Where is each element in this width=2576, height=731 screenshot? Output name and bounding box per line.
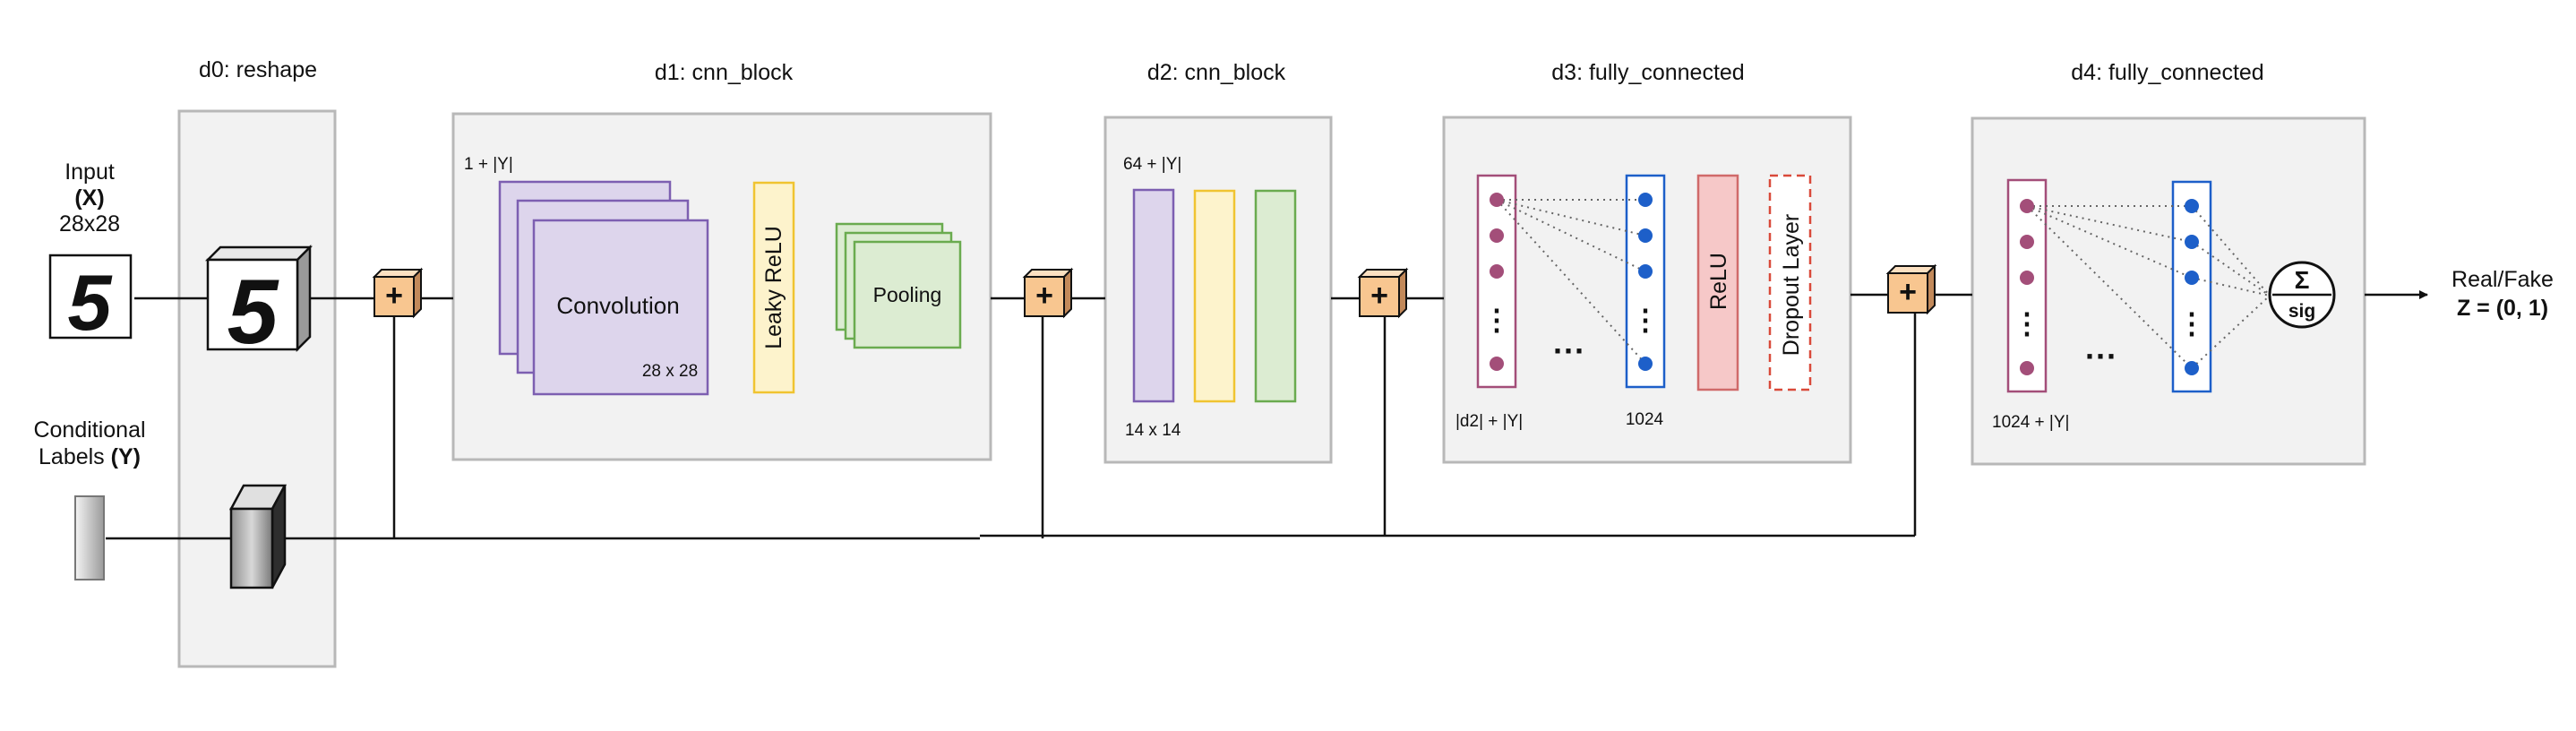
d3-relu-label: ReLU xyxy=(1706,253,1731,310)
reshape-cube: 5 xyxy=(204,244,313,363)
label-reshape-block xyxy=(228,484,288,589)
d4-hidden-neuron xyxy=(2185,199,2199,213)
d4-input-dim: 1024 + |Y| xyxy=(1992,413,2069,432)
d4-weights xyxy=(2026,205,2271,369)
d2-dim-label: 64 + |Y| xyxy=(1123,155,1181,174)
d3-hidden-vdots: ⋮ xyxy=(1631,304,1660,336)
d0-title: d0: reshape xyxy=(199,57,317,82)
d3-ellipsis: ··· xyxy=(1553,332,1585,369)
pooling-stack: Pooling xyxy=(835,222,962,349)
d4-input-neuron xyxy=(2020,199,2034,213)
d2-title: d2: cnn_block xyxy=(1147,60,1286,85)
d1-title: d1: cnn_block xyxy=(655,60,794,85)
concat-node-3: + xyxy=(1357,267,1409,319)
d3-output-dim: 1024 xyxy=(1626,410,1664,429)
d2-relu-layer xyxy=(1193,189,1236,403)
input-title: Input xyxy=(64,159,115,185)
d4-hidden-vdots: ⋮ xyxy=(2177,307,2206,340)
concat-plus-3: + xyxy=(1370,279,1388,313)
sigmoid-node: Σ sig xyxy=(2268,261,2336,329)
sigma-symbol: Σ xyxy=(2295,266,2310,294)
d3-input-neuron xyxy=(1490,357,1504,371)
leaky-relu-label: Leaky ReLU xyxy=(761,226,786,349)
d3-weights xyxy=(1496,199,1646,365)
output-line1: Real/Fake xyxy=(2451,267,2554,292)
d3-hidden-neuron xyxy=(1638,228,1653,243)
concat-plus-2: + xyxy=(1035,279,1053,313)
concat-node-1: + xyxy=(372,267,424,319)
d3-input-vdots: ⋮ xyxy=(1482,304,1511,336)
d4-input-layer xyxy=(2006,178,2048,393)
input-digit: 5 xyxy=(68,258,113,347)
d2-pool-layer xyxy=(1254,189,1297,403)
d3-relu-layer xyxy=(1696,174,1739,391)
labels-line1: Conditional xyxy=(33,417,145,443)
d4-hidden-neuron xyxy=(2185,271,2199,285)
labels-line2: Labels (Y) xyxy=(39,444,141,469)
d4-title: d4: fully_connected xyxy=(2071,60,2263,85)
output-line2: Z = (0, 1) xyxy=(2457,296,2548,321)
d2-conv-layer xyxy=(1132,188,1175,403)
conv-label: Convolution xyxy=(556,292,679,319)
d3-input-neuron xyxy=(1490,228,1504,243)
conv-size: 28 x 28 xyxy=(642,362,698,381)
d3-input-neuron xyxy=(1490,193,1504,207)
reshape-digit: 5 xyxy=(228,261,279,363)
concat-plus-4: + xyxy=(1899,275,1917,309)
d4-ellipsis: ··· xyxy=(2085,338,2117,374)
d2-size-label: 14 x 14 xyxy=(1125,421,1181,440)
d4-input-vdots: ⋮ xyxy=(2013,307,2041,340)
d3-hidden-neuron xyxy=(1638,357,1653,371)
connections xyxy=(106,290,2428,540)
input-symbol: (X) xyxy=(74,185,104,211)
d3-input-neuron xyxy=(1490,264,1504,279)
input-size: 28x28 xyxy=(59,211,120,236)
concat-node-2: + xyxy=(1022,267,1074,319)
d3-hidden-neuron xyxy=(1638,264,1653,279)
dropout-label: Dropout Layer xyxy=(1779,214,1804,356)
concat-plus-1: + xyxy=(385,279,403,313)
label-vector xyxy=(74,495,105,580)
d4-hidden-layer xyxy=(2171,180,2212,393)
d4-input-neuron xyxy=(2020,271,2034,285)
d3-hidden-neuron xyxy=(1638,193,1653,207)
d3-hidden-layer xyxy=(1625,174,1666,389)
concat-node-4: + xyxy=(1885,263,1937,315)
labels-symbol: (Y) xyxy=(111,444,141,469)
d4-input-neuron xyxy=(2020,235,2034,249)
d4-input-neuron xyxy=(2020,361,2034,375)
dropout-layer xyxy=(1768,174,1812,391)
d1-dim-label: 1 + |Y| xyxy=(464,155,513,174)
labels-prefix: Labels xyxy=(39,444,111,469)
d3-input-dim: |d2| + |Y| xyxy=(1455,412,1523,431)
sig-label: sig xyxy=(2288,301,2315,322)
d4-hidden-neuron xyxy=(2185,235,2199,249)
d4-hidden-neuron xyxy=(2185,361,2199,375)
pooling-label: Pooling xyxy=(873,283,942,306)
leaky-relu-layer xyxy=(752,181,795,394)
d3-input-layer xyxy=(1476,174,1517,389)
input-image xyxy=(48,254,133,340)
d3-title: d3: fully_connected xyxy=(1551,60,1744,85)
conv-stack: Convolution 28 x 28 xyxy=(498,180,709,396)
